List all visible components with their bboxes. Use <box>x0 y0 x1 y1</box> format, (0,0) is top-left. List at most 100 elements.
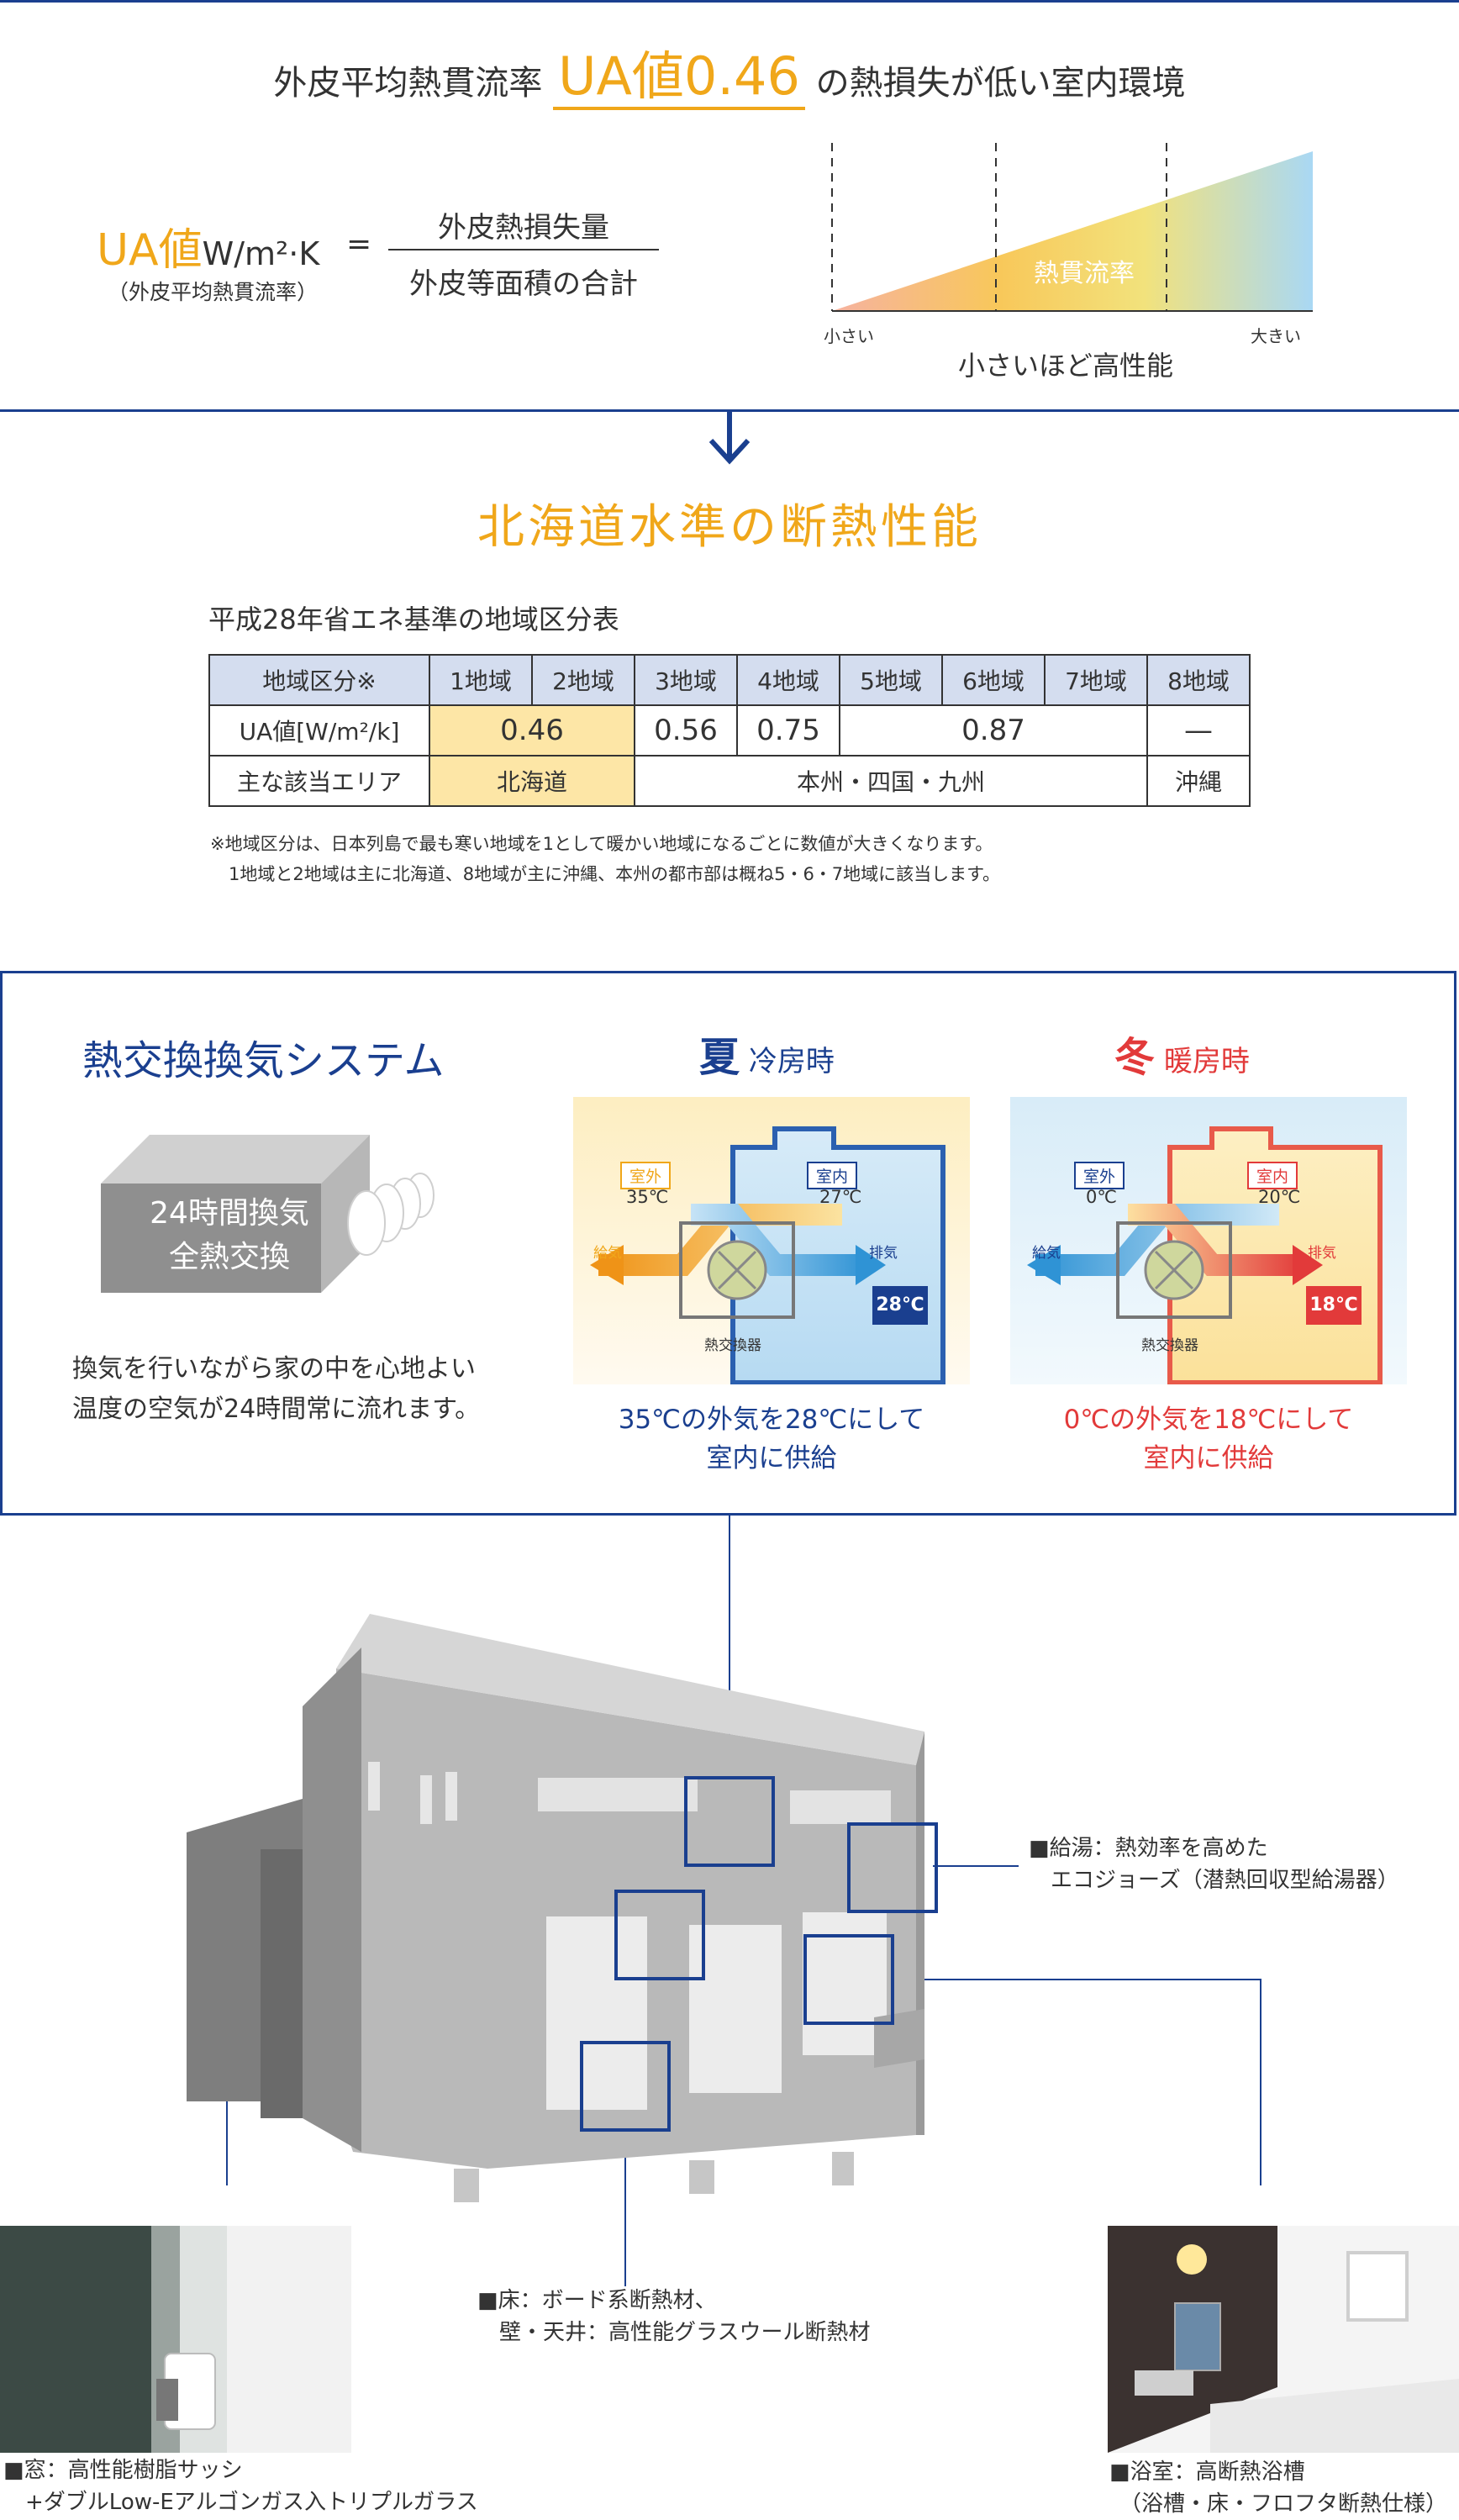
table-header-cell: 3地域 <box>634 654 738 706</box>
ua-formula-unit: W/m²·K <box>202 235 320 272</box>
summer-big: 夏 <box>699 1034 740 1081</box>
winter-label: 暖房時 <box>1163 1045 1250 1078</box>
ua-formula-equals: = <box>346 227 372 261</box>
ua-formula-ua: UA値 <box>97 225 203 276</box>
triangle-caption: 小さいほど高性能 <box>958 350 1174 382</box>
window-line2: +ダブルLow-Eアルゴンガス入トリプルガラス <box>25 2490 478 2515</box>
summer-caption-2: 室内に供給 <box>706 1443 837 1474</box>
hot-water-line1: ■給湯：熱効率を高めた <box>1029 1836 1268 1861</box>
table-row: 主な該当エリア 北海道 本州・四国・九州 沖縄 <box>208 755 1251 807</box>
summer-outdoor-tag: 室外 <box>620 1162 672 1189</box>
winter-caption-1: 0℃の外気を18℃にして <box>1063 1405 1354 1435</box>
bath-line2: （浴槽・床・フロフタ断熱仕様） <box>1119 2491 1448 2517</box>
ventilation-unit-label: 24時間換気 全熱交換 <box>108 1192 351 1279</box>
summer-caption: 35℃の外気を28℃にして 室内に供給 <box>573 1400 970 1478</box>
winter-supply-label: 給気 <box>1032 1245 1061 1262</box>
bath-photo <box>1108 2226 1459 2453</box>
winter-caption: 0℃の外気を18℃にして 室内に供給 <box>1010 1400 1407 1478</box>
window-label: ■窓：高性能樹脂サッシ +ダブルLow-Eアルゴンガス入トリプルガラス <box>3 2454 478 2518</box>
gradient-triangle <box>832 151 1313 311</box>
triangle-label: 熱貫流率 <box>1034 259 1135 288</box>
heat-transfer-triangle: 熱貫流率 <box>831 143 1313 312</box>
summer-exchanger-label: 熱交換器 <box>704 1337 761 1354</box>
winter-indoor-tag: 室内 <box>1247 1162 1298 1189</box>
unit-label-line2: 全熱交換 <box>168 1240 290 1274</box>
hot-water-label: ■給湯：熱効率を高めた エコジョーズ（潜熱回収型給湯器） <box>1029 1832 1399 1896</box>
bath-line1: ■浴室：高断熱浴槽 <box>1109 2459 1305 2485</box>
ua-formula-sub: （外皮平均熱貫流率） <box>108 280 319 304</box>
winter-outdoor-tag: 室外 <box>1074 1162 1125 1189</box>
desc-line2: 温度の空気が24時間常に流れます。 <box>72 1394 481 1424</box>
summer-indoor-tag: 室内 <box>807 1162 858 1189</box>
table-row-label: UA値[W/m²/k] <box>208 704 430 757</box>
small-label: 小さい <box>824 326 874 346</box>
window-photo <box>0 2226 351 2453</box>
table-cell: 北海道 <box>429 755 635 807</box>
winter-indoor-temp: 20℃ <box>1258 1187 1301 1207</box>
table-cell: 0.56 <box>634 704 738 757</box>
highlight-squares <box>580 1776 938 2132</box>
ventilation-title: 熱交換換気システム <box>82 1037 445 1084</box>
table-note-2: 1地域と2地域は主に北海道、8地域が主に沖縄、本州の都市部は概ね5・6・7地域に… <box>229 864 1001 884</box>
summer-outdoor-temp: 35℃ <box>626 1187 669 1207</box>
ua-numerator: 外皮熱損失量 <box>438 211 609 245</box>
ua-denominator: 外皮等面積の合計 <box>409 267 638 301</box>
summer-supply-label: 給気 <box>593 1245 622 1262</box>
winter-exchanger-label: 熱交換器 <box>1141 1337 1198 1354</box>
large-label: 大きい <box>1251 326 1301 346</box>
top-rule <box>0 0 1459 3</box>
table-cell: 0.46 <box>429 704 635 757</box>
bath-marker <box>803 1934 894 2025</box>
table-cell: 0.75 <box>736 704 840 757</box>
ua-title-after: の熱損失が低い室内環境 <box>815 64 1186 103</box>
summer-heading: 夏 冷房時 <box>699 1024 835 1083</box>
table-header-cell: 8地域 <box>1146 654 1251 706</box>
summer-exhaust-label: 排気 <box>869 1245 898 1262</box>
zone-table-title: 平成28年省エネ基準の地域区分表 <box>208 604 619 635</box>
floor-line2: 壁・天井：高性能グラスウール断熱材 <box>499 2320 871 2345</box>
zone-table: 地域区分※ 1地域 2地域 3地域 4地域 5地域 6地域 7地域 8地域 UA… <box>208 654 1251 807</box>
ua-fraction-line <box>388 249 659 250</box>
winter-big: 冬 <box>1114 1034 1156 1081</box>
winter-heading: 冬 暖房時 <box>1114 1024 1250 1083</box>
ua-title-before: 外皮平均熱貫流率 <box>273 64 543 103</box>
summer-result-badge: 28℃ <box>872 1286 928 1325</box>
table-cell: — <box>1146 704 1251 757</box>
winter-result-badge: 18℃ <box>1306 1286 1362 1325</box>
table-header-cell: 4地域 <box>736 654 840 706</box>
summer-caption-1: 35℃の外気を28℃にして <box>618 1405 925 1435</box>
winter-exhaust-label: 排気 <box>1308 1245 1336 1262</box>
table-cell: 0.87 <box>839 704 1148 757</box>
table-header-cell: 地域区分※ <box>208 654 430 706</box>
window-marker <box>614 1890 705 1980</box>
table-header-cell: 5地域 <box>839 654 943 706</box>
arrow-down-icon <box>708 410 751 465</box>
ua-title: 外皮平均熱貫流率 UA値0.46 の熱損失が低い室内環境 <box>0 34 1459 110</box>
ua-formula-label: UA値W/m²·K <box>97 214 319 277</box>
table-header-cell: 6地域 <box>941 654 1046 706</box>
table-note-1: ※地域区分は、日本列島で最も寒い地域を1として暖かい地域になるごとに数値が大きく… <box>210 834 993 854</box>
house-illustration <box>0 1513 1459 2453</box>
floor-label: ■床：ボード系断熱材、 壁・天井：高性能グラスウール断熱材 <box>477 2285 870 2349</box>
window-line1: ■窓：高性能樹脂サッシ <box>3 2458 243 2483</box>
house-shape <box>187 1614 924 2202</box>
table-row-label: 主な該当エリア <box>208 755 430 807</box>
table-header-cell: 7地域 <box>1044 654 1148 706</box>
floor-marker <box>580 2041 671 2132</box>
desc-line1: 換気を行いながら家の中を心地よい <box>72 1354 476 1384</box>
table-cell: 沖縄 <box>1146 755 1251 807</box>
ventilation-marker <box>684 1776 775 1867</box>
hot-water-marker <box>847 1822 938 1913</box>
bath-label: ■浴室：高断熱浴槽 （浴槽・床・フロフタ断熱仕様） <box>1109 2456 1447 2520</box>
ventilation-unit-icon <box>101 1135 435 1293</box>
table-row: 地域区分※ 1地域 2地域 3地域 4地域 5地域 6地域 7地域 8地域 <box>208 654 1251 706</box>
ua-title-highlight: UA値0.46 <box>553 45 805 110</box>
hot-water-line2: エコジョーズ（潜熱回収型給湯器） <box>1051 1868 1399 1893</box>
ventilation-description: 換気を行いながら家の中を心地よい 温度の空気が24時間常に流れます。 <box>72 1349 480 1430</box>
winter-caption-2: 室内に供給 <box>1143 1443 1274 1474</box>
summer-indoor-temp: 27℃ <box>819 1187 862 1207</box>
summer-label: 冷房時 <box>748 1045 835 1078</box>
floor-line1: ■床：ボード系断熱材、 <box>477 2288 717 2313</box>
unit-label-line1: 24時間換気 <box>150 1196 309 1231</box>
table-row: UA値[W/m²/k] 0.46 0.56 0.75 0.87 — <box>208 704 1251 757</box>
